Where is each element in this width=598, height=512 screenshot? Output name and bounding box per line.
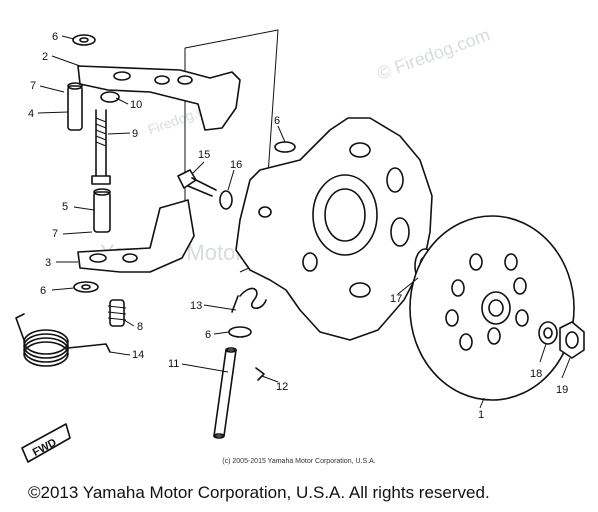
callout-17: 17 — [390, 293, 402, 305]
part-3-lower-arm — [77, 199, 195, 273]
callout-12: 12 — [276, 381, 288, 393]
small-copyright-notice: (c) 2005-2015 Yamaha Motor Corporation, … — [222, 458, 376, 465]
leader-lines — [37, 35, 571, 409]
part-2-upper-arm — [77, 65, 241, 131]
part-4-pin — [67, 82, 83, 131]
callout-2: 2 — [42, 51, 48, 63]
callout-13: 13 — [190, 300, 202, 312]
part-6-washer-mid — [274, 141, 296, 153]
part-14-torsion-spring — [15, 313, 111, 367]
part-6-washer-left — [73, 281, 99, 293]
part-16-washer — [219, 190, 233, 210]
part-10-washer — [100, 91, 120, 103]
fwd-direction-marker: FWD — [21, 423, 71, 463]
callout-19: 19 — [556, 384, 568, 396]
callout-6c: 6 — [274, 115, 280, 127]
callout-3: 3 — [45, 257, 51, 269]
part-13-spring — [231, 287, 267, 313]
part-callouts: 6 2 7 4 10 9 5 7 3 6 8 14 15 16 6 13 6 1… — [28, 31, 568, 421]
callout-9: 9 — [132, 128, 138, 140]
part-11-shaft — [213, 347, 237, 439]
part-15-bolt — [177, 169, 217, 197]
callout-18: 18 — [530, 368, 542, 380]
callout-10: 10 — [130, 99, 142, 111]
rotary-housing — [235, 117, 433, 341]
callout-6b: 6 — [40, 285, 46, 297]
callout-16: 16 — [230, 159, 242, 171]
part-18-washer — [538, 321, 558, 345]
firedog-watermark: © Firedog.com — [375, 24, 493, 83]
callout-5: 5 — [62, 201, 68, 213]
part-9-bolt — [91, 109, 111, 185]
part-8-pin — [107, 299, 127, 327]
part-6-washer-bottom — [228, 326, 252, 338]
callout-7: 7 — [30, 80, 36, 92]
part-6-washer-top — [72, 34, 96, 46]
part-1-rotary-disc — [409, 215, 575, 401]
part-5-block — [93, 188, 111, 233]
callout-11: 11 — [168, 358, 179, 370]
callout-6d: 6 — [205, 329, 211, 341]
part-19-nut — [559, 321, 585, 359]
part-12-clip — [255, 367, 265, 381]
callout-8: 8 — [137, 321, 143, 333]
callout-6: 6 — [52, 31, 58, 43]
callout-15: 15 — [198, 149, 210, 161]
fwd-label: FWD — [31, 436, 59, 458]
main-copyright-notice: ©2013 Yamaha Motor Corporation, U.S.A. A… — [28, 483, 490, 502]
callout-4: 4 — [28, 108, 34, 120]
callout-1: 1 — [478, 409, 484, 421]
callout-7b: 7 — [52, 228, 58, 240]
callout-14: 14 — [132, 349, 144, 361]
